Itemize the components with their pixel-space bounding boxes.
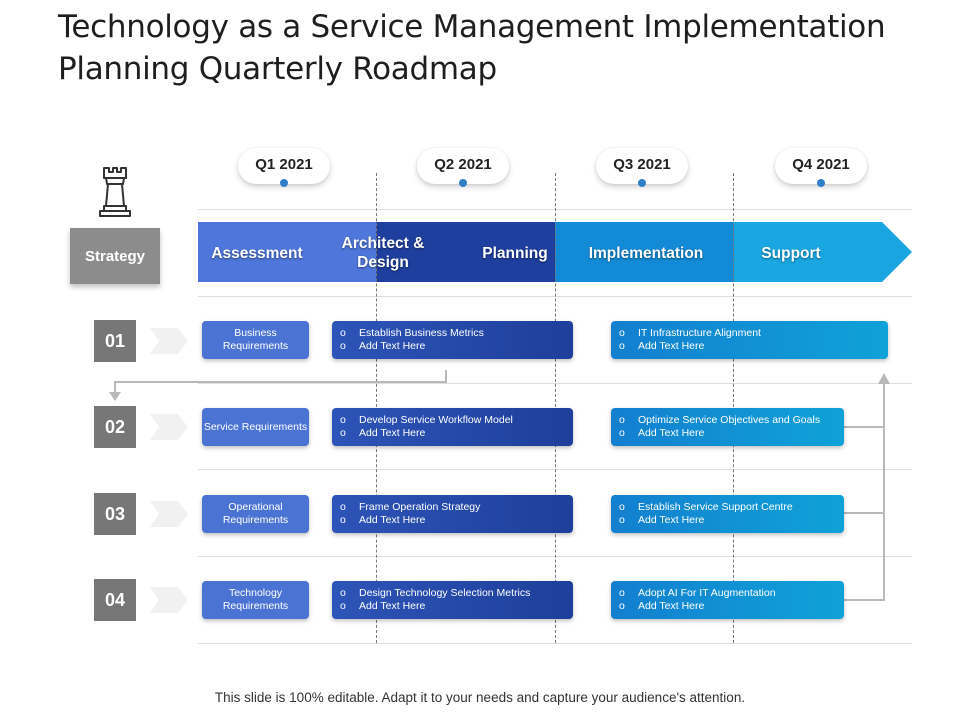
quarter-dot-icon: [459, 179, 467, 187]
connector-line: [843, 427, 885, 601]
task-text: Add Text Here: [359, 427, 426, 439]
chess-rook-icon: [99, 167, 131, 217]
requirement-box: Service Requirements: [202, 408, 309, 446]
quarter-label: Q1 2021: [255, 156, 313, 173]
bullet: o: [340, 427, 346, 439]
task-text: Add Text Here: [359, 514, 426, 526]
bullet: o: [619, 587, 625, 599]
task-text: Add Text Here: [638, 600, 705, 612]
chevron-right-icon: [150, 587, 188, 613]
bullet: o: [619, 600, 625, 612]
task-text: Develop Service Workflow Model: [359, 414, 513, 426]
requirement-box: Operational Requirements: [202, 495, 309, 533]
bullet: o: [340, 414, 346, 426]
bullet: o: [619, 414, 625, 426]
task-text: Frame Operation Strategy: [359, 501, 481, 513]
task-text: Add Text Here: [638, 340, 705, 352]
task-text: Add Text Here: [638, 427, 705, 439]
bullet: o: [340, 327, 346, 339]
row-number: 02: [94, 406, 136, 448]
task-text: Adopt AI For IT Augmentation: [638, 587, 776, 599]
arrow-down-icon: [109, 392, 121, 401]
chevron-right-icon: [150, 328, 188, 354]
grid-line: [198, 643, 912, 644]
quarter-q4: Q4 2021: [775, 148, 867, 187]
quarter-label: Q4 2021: [792, 156, 850, 173]
footer-note: This slide is 100% editable. Adapt it to…: [214, 690, 746, 705]
bullet: o: [340, 340, 346, 352]
quarter-dot-icon: [638, 179, 646, 187]
bullet: o: [340, 600, 346, 612]
phase-implementation: Implementation: [588, 245, 704, 262]
phase-architect-design: Architect & Design: [341, 235, 425, 271]
phase-segment-support: [734, 222, 912, 282]
task-text: Design Technology Selection Metrics: [359, 587, 531, 599]
task-text: Establish Business Metrics: [359, 327, 484, 339]
connector-line: [114, 370, 447, 394]
phase-segment-planning: [376, 222, 555, 282]
quarter-q2: Q2 2021: [417, 148, 509, 187]
phase-planning: Planning: [482, 245, 548, 262]
strategy-label: Strategy: [84, 247, 146, 265]
quarter-q3: Q3 2021: [596, 148, 688, 187]
bullet: o: [619, 327, 625, 339]
requirement-box: Technology Requirements: [202, 581, 309, 619]
row-number: 01: [94, 320, 136, 362]
task-text: Establish Service Support Centre: [638, 501, 793, 513]
quarter-q1: Q1 2021: [238, 148, 330, 187]
bullet: o: [340, 514, 346, 526]
chevron-right-icon: [150, 414, 188, 440]
quarter-dot-icon: [817, 179, 825, 187]
task-box: o Optimize Service Objectives and Goals o…: [611, 408, 844, 446]
bullet: o: [340, 501, 346, 513]
phase-segment-implementation: [555, 222, 734, 282]
arrow-up-icon: [878, 373, 890, 384]
task-text: IT Infrastructure Alignment: [638, 327, 761, 339]
phase-band: [198, 222, 912, 282]
task-text: Add Text Here: [359, 340, 426, 352]
phase-segment-assessment: [198, 222, 376, 282]
bullet: o: [619, 427, 625, 439]
bullet: o: [619, 514, 625, 526]
quarter-label: Q3 2021: [613, 156, 671, 173]
requirement-box: Business Requirements: [202, 321, 309, 359]
slide-title: Technology as a Service Management Imple…: [58, 9, 886, 87]
chevron-right-icon: [150, 501, 188, 527]
task-text: Optimize Service Objectives and Goals: [638, 414, 821, 426]
task-text: Add Text Here: [359, 600, 426, 612]
connector-line: [843, 380, 885, 428]
row-number: 04: [94, 579, 136, 621]
bullet: o: [619, 340, 625, 352]
phase-assessment: Assessment: [211, 245, 303, 262]
bullet: o: [619, 501, 625, 513]
quarter-label: Q2 2021: [434, 156, 492, 173]
quarter-dot-icon: [280, 179, 288, 187]
strategy-label-box: Strategy: [70, 228, 160, 284]
task-text: Add Text Here: [638, 514, 705, 526]
row-number: 03: [94, 493, 136, 535]
phase-support: Support: [761, 245, 821, 262]
bullet: o: [340, 587, 346, 599]
